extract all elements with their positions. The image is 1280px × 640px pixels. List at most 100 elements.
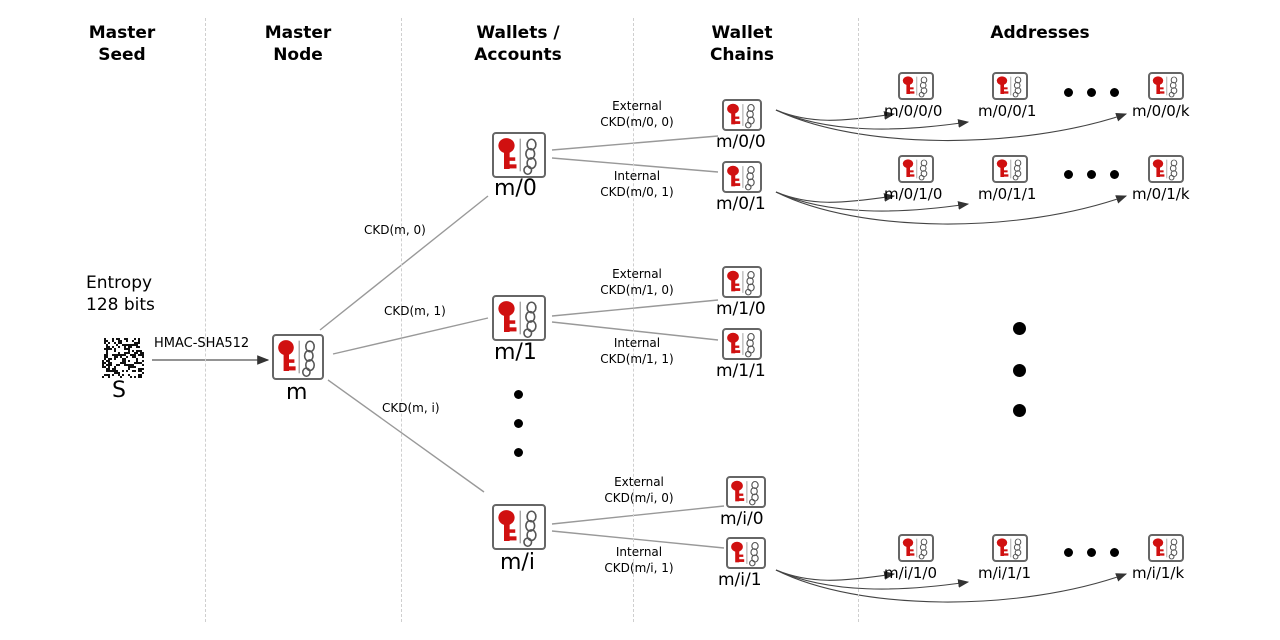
chain-links-icon [1012,538,1022,560]
ckd-label: CKD(m, 1) [384,304,446,318]
chain-label: m/i/1 [718,570,762,590]
red-key-icon [727,103,741,125]
red-key-icon [727,165,741,187]
column-separator [858,18,859,622]
edge-m0-m01 [551,157,719,173]
seed-qr-icon [102,338,144,378]
address-key-icon [992,155,1028,183]
address-label: m/i/1/k [1132,564,1185,582]
red-key-icon [731,480,745,502]
red-key-icon [1152,76,1165,94]
ellipsis-dot [514,419,523,428]
ellipsis-dot [1013,404,1026,417]
ellipsis-dot [514,390,523,399]
edge-m01-ak [775,191,1128,225]
address-label: m/0/1/1 [978,185,1037,203]
chain-links-icon [745,165,755,191]
ckd-label: CKD(m, i) [382,401,440,415]
chain-links-icon [749,480,759,506]
edge-mi1-ak [775,569,1128,603]
ckd-label: CKD(m, 0) [364,223,426,237]
address-label: m/0/1/k [1132,185,1190,203]
edge-m0-m00 [551,135,719,151]
chain-links-icon [1168,159,1178,181]
red-key-icon [996,538,1009,556]
ellipsis-dot [1064,170,1073,179]
chain-key-icon [722,266,762,298]
hmac-label: HMAC-SHA512 [154,336,250,351]
red-key-icon [278,340,296,371]
edge-m1-m11 [551,321,719,341]
address-label: m/0/0/k [1132,102,1190,120]
ellipsis-dot [1013,322,1026,335]
chain-links-icon [749,541,759,567]
address-key-icon [898,72,934,100]
edge-m1-m10 [551,299,719,317]
account-key-icon [492,295,546,341]
ellipsis-dot [1110,548,1119,557]
chain-key-icon [722,161,762,193]
chain-links-icon [918,159,928,181]
account-key-icon [492,504,546,550]
address-key-icon [898,534,934,562]
column-separator [205,18,206,622]
edge-m-m1 [332,317,489,355]
master-node-label: m [286,380,308,405]
chain-links-icon [523,138,537,176]
ellipsis-dot [1110,88,1119,97]
chain-links-icon [918,76,928,98]
account-label: m/0 [494,176,537,201]
edge-mi-mi0 [551,505,725,525]
chain-key-icon [722,328,762,360]
address-key-icon [992,534,1028,562]
red-key-icon [1152,538,1165,556]
chain-links-icon [1012,159,1022,181]
chain-key-icon [722,99,762,131]
red-key-icon [996,76,1009,94]
address-key-icon [1148,155,1184,183]
red-key-icon [902,538,915,556]
address-key-icon [992,72,1028,100]
edge-mi-mi1 [551,530,725,549]
edge-mi1-a1 [775,569,970,590]
edge-mi1-a0 [775,569,896,581]
header-wallets-accounts: Wallets /Accounts [474,23,562,65]
red-key-icon [731,541,745,563]
account-label: m/1 [494,340,537,365]
column-separator [401,18,402,622]
ellipsis-dot [514,448,523,457]
edge-m01-a0 [775,191,896,203]
address-key-icon [898,155,934,183]
ellipsis-dot [1087,548,1096,557]
seed-label: S [112,378,126,403]
red-key-icon [996,159,1009,177]
address-label: m/0/1/0 [884,185,943,203]
account-label: m/i [500,550,535,575]
address-key-icon [1148,534,1184,562]
chain-label: m/i/0 [720,509,764,529]
chain-label: m/0/1 [716,194,766,214]
chain-key-icon [726,476,766,508]
chain-links-icon [745,103,755,129]
ellipsis-dot [1013,364,1026,377]
chain-links-icon [1012,76,1022,98]
chain-links-icon [745,270,755,296]
edge-m00-ak [775,109,1128,142]
red-key-icon [902,76,915,94]
chain-label: m/0/0 [716,132,766,152]
chain-links-icon [918,538,928,560]
red-key-icon [902,159,915,177]
chain-label: m/1/0 [716,299,766,319]
red-key-icon [1152,159,1165,177]
edge-m-m0 [319,195,489,331]
